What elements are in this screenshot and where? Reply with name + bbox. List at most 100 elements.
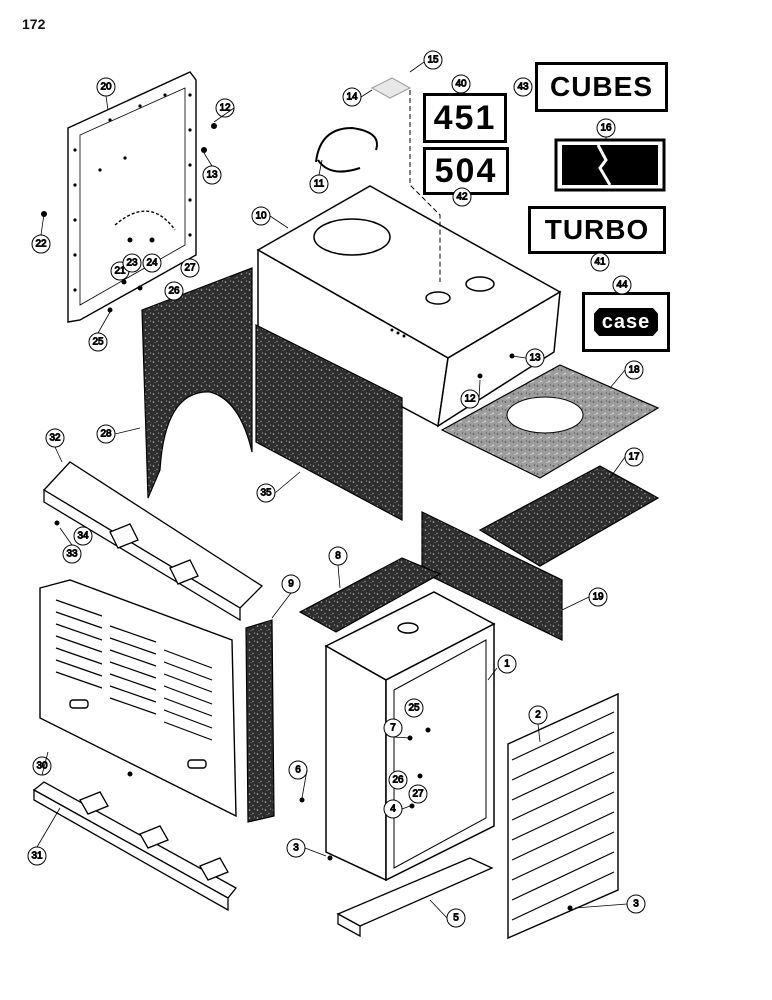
svg-text:20: 20 [100,82,112,93]
callout-7: 7 [383,718,403,738]
svg-text:24: 24 [146,258,158,269]
callout-43: 43 [513,77,533,97]
callout-9: 9 [281,574,301,594]
callout-19: 19 [588,587,608,607]
callout-27b: 27 [408,784,428,804]
svg-text:8: 8 [335,551,341,562]
svg-text:21: 21 [114,266,126,277]
svg-text:31: 31 [31,851,43,862]
callout-1: 1 [497,654,517,674]
svg-text:30: 30 [36,761,48,772]
svg-text:5: 5 [453,913,459,924]
svg-text:7: 7 [390,723,396,734]
decal-turbo-text: TURBO [544,214,650,245]
insulation-9 [245,619,275,823]
svg-text:4: 4 [390,804,396,815]
callout-40: 40 [451,74,471,94]
callout-5: 5 [446,908,466,928]
svg-text:3: 3 [633,899,639,910]
callout-41: 41 [590,252,610,272]
callout-13a: 13 [202,165,222,185]
svg-text:14: 14 [346,92,358,103]
svg-text:25: 25 [408,703,420,714]
svg-text:44: 44 [616,280,628,291]
svg-text:43: 43 [517,82,529,93]
svg-text:40: 40 [455,79,467,90]
callout-42: 42 [452,187,472,207]
callout-26a: 26 [164,281,184,301]
callout-25b: 25 [404,698,424,718]
callout-20: 20 [96,77,116,97]
decal-504-text: 504 [434,151,498,190]
callout-3b: 3 [626,894,646,914]
callout-12b: 12 [460,389,480,409]
callout-6: 6 [288,760,308,780]
svg-text:26: 26 [168,286,180,297]
svg-text:34: 34 [77,531,89,542]
svg-text:6: 6 [295,765,301,776]
callout-14: 14 [342,87,362,107]
callout-17: 17 [624,447,644,467]
svg-text:15: 15 [427,55,439,66]
svg-text:32: 32 [49,433,61,444]
dashed-line-15 [409,90,441,282]
callout-8: 8 [328,546,348,566]
callout-25a: 25 [88,332,108,352]
callout-23: 23 [122,253,142,273]
grille-30 [39,579,237,818]
callout-26b: 26 [388,770,408,790]
callout-35: 35 [256,483,276,503]
svg-text:42: 42 [456,192,468,203]
callout-24: 24 [142,253,162,273]
svg-text:22: 22 [35,239,47,250]
leader-lines [36,61,628,919]
svg-text:12: 12 [464,394,476,405]
case-logo-text: case [601,310,651,333]
callout-18: 18 [624,360,644,380]
callout-22: 22 [31,234,51,254]
svg-text:27: 27 [412,789,424,800]
svg-text:16: 16 [600,123,612,134]
callout-4: 4 [383,799,403,819]
svg-text:23: 23 [126,258,138,269]
svg-text:18: 18 [628,365,640,376]
svg-text:2: 2 [535,710,541,721]
svg-text:13: 13 [529,353,541,364]
bracket-32 [42,461,264,622]
svg-text:28: 28 [100,429,112,440]
decal-451-text: 451 [433,98,497,137]
callout-31: 31 [27,846,47,866]
callout-11: 11 [309,174,329,194]
decal-16-panel [554,138,666,192]
callouts: 1 2 3 3 4 5 6 7 8 9 10 11 12 12 13 13 14… [27,50,646,928]
pan-5 [336,857,494,938]
insulation-18-hole [506,396,584,434]
svg-text:19: 19 [592,592,604,603]
insulation-8 [298,557,442,633]
decal-cubes: CUBES [535,62,668,112]
svg-text:27: 27 [184,263,196,274]
decal-cubes-text: CUBES [549,71,653,102]
svg-text:26: 26 [392,775,404,786]
housing-1 [324,591,496,882]
page-number: 172 [22,16,46,32]
side-plate-20 [67,71,197,323]
louvre-2 [507,692,619,940]
svg-text:35: 35 [260,488,272,499]
callout-27a: 27 [180,258,200,278]
decal-case-logo: case [582,292,670,352]
callout-3a: 3 [286,838,306,858]
svg-text:10: 10 [255,211,267,222]
callout-33: 33 [62,544,82,564]
case-logo-plate: case [594,308,658,336]
callout-34: 34 [73,526,93,546]
insulation-19 [421,511,563,641]
pad-14 [370,77,412,99]
svg-text:1: 1 [504,659,510,670]
callout-44: 44 [612,275,632,295]
insulation-28 [141,267,253,499]
insulation-17 [478,465,660,567]
svg-text:3: 3 [293,843,299,854]
callout-16: 16 [596,118,616,138]
